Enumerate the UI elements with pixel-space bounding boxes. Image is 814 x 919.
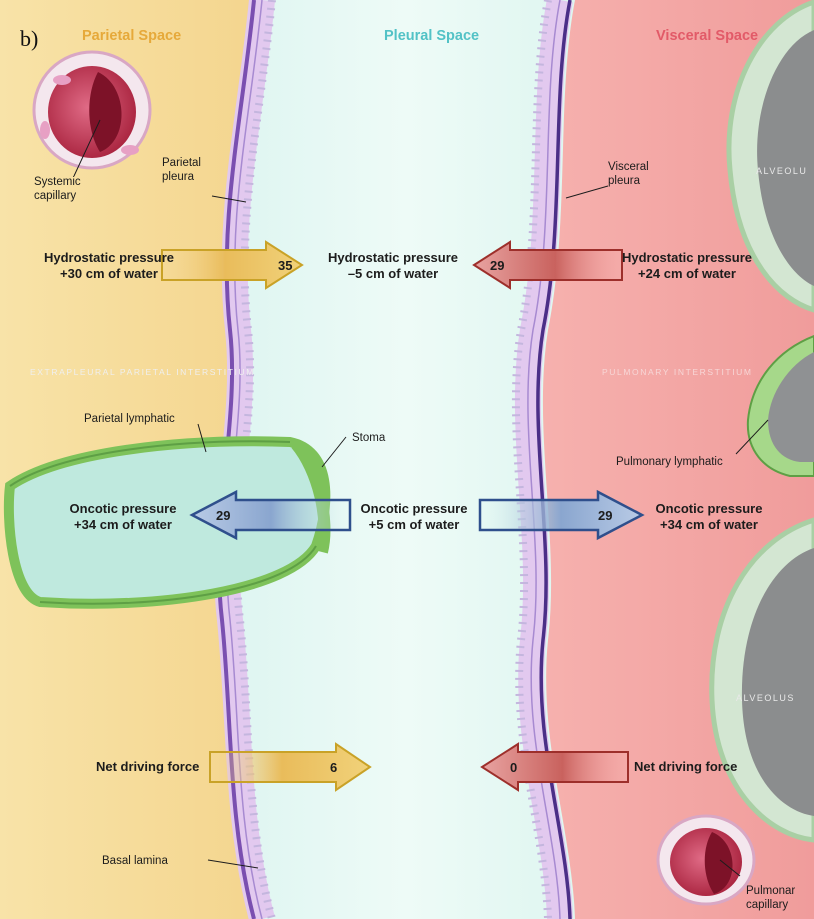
oncotic-parietal-title: Oncotic pressure xyxy=(58,501,188,517)
visceral-pleura-label: Visceral pleura xyxy=(608,160,658,188)
hydrostatic-left-value: 35 xyxy=(278,258,292,273)
pulmonary-capillary-label: Pulmonar capillary xyxy=(746,884,812,912)
panel-letter: b) xyxy=(20,26,38,52)
oncotic-parietal-value: +34 cm of water xyxy=(58,517,188,533)
hydrostatic-parietal-title: Hydrostatic pressure xyxy=(34,250,184,266)
oncotic-pleural-value: +5 cm of water xyxy=(344,517,484,533)
net-driving-right-label: Net driving force xyxy=(634,759,737,775)
hydrostatic-pleural-title: Hydrostatic pressure xyxy=(318,250,468,266)
systemic-capillary-label: Systemic capillary xyxy=(34,175,94,203)
hydrostatic-visceral: Hydrostatic pressure +24 cm of water xyxy=(612,250,762,282)
alveolus-bottom-label: ALVEOLUS xyxy=(736,693,795,703)
hydrostatic-parietal: Hydrostatic pressure +30 cm of water xyxy=(34,250,184,282)
pulmonary-lymphatic-label: Pulmonary lymphatic xyxy=(616,455,723,469)
basal-lamina-label: Basal lamina xyxy=(102,854,168,868)
hydrostatic-pleural-value: –5 cm of water xyxy=(318,266,468,282)
oncotic-visceral-value: +34 cm of water xyxy=(644,517,774,533)
stoma-label: Stoma xyxy=(352,431,385,445)
alveolus-top-label: ALVEOLU xyxy=(756,166,807,176)
oncotic-parietal: Oncotic pressure +34 cm of water xyxy=(58,501,188,533)
pulmonary-capillary-graphic xyxy=(658,816,754,904)
oncotic-visceral-title: Oncotic pressure xyxy=(644,501,774,517)
hydrostatic-right-value: 29 xyxy=(490,258,504,273)
oncotic-visceral: Oncotic pressure +34 cm of water xyxy=(644,501,774,533)
extrapleural-interstitium-label: EXTRAPLEURAL PARIETAL INTERSTITIUM xyxy=(30,366,200,378)
hydrostatic-visceral-title: Hydrostatic pressure xyxy=(612,250,762,266)
parietal-pleura-label: Parietal pleura xyxy=(162,156,212,184)
oncotic-right-value: 29 xyxy=(598,508,612,523)
systemic-capillary-graphic xyxy=(34,52,150,168)
hydrostatic-visceral-value: +24 cm of water xyxy=(612,266,762,282)
parietal-space-header: Parietal Space xyxy=(82,28,181,44)
net-right-value: 0 xyxy=(510,760,517,775)
oncotic-pleural: Oncotic pressure +5 cm of water xyxy=(344,501,484,533)
visceral-space-header: Visceral Space xyxy=(656,28,758,44)
net-left-value: 6 xyxy=(330,760,337,775)
parietal-lymphatic-label: Parietal lymphatic xyxy=(84,412,175,426)
net-driving-left-label: Net driving force xyxy=(96,759,199,775)
oncotic-pleural-title: Oncotic pressure xyxy=(344,501,484,517)
hydrostatic-parietal-value: +30 cm of water xyxy=(34,266,184,282)
pulmonary-interstitium-label: PULMONARY INTERSTITIUM xyxy=(602,366,694,378)
pleural-space-header: Pleural Space xyxy=(384,28,479,44)
oncotic-left-value: 29 xyxy=(216,508,230,523)
hydrostatic-pleural: Hydrostatic pressure –5 cm of water xyxy=(318,250,468,282)
